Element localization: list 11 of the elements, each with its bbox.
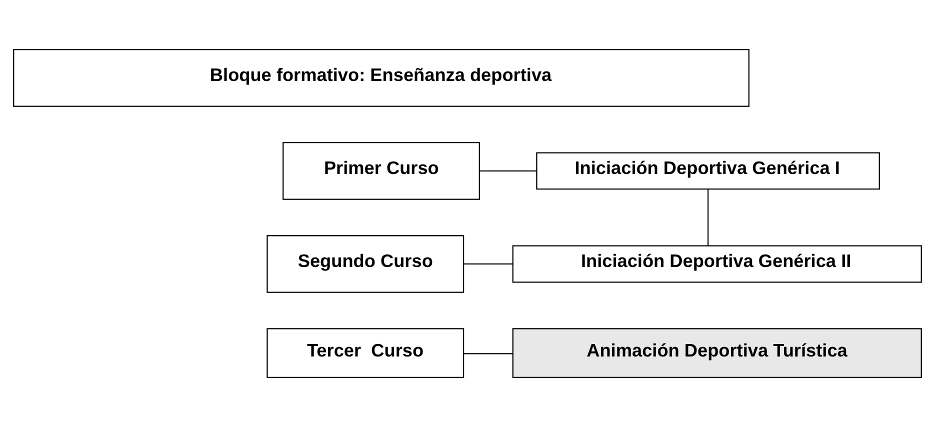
node-box: Iniciación Deportiva Genérica I — [536, 152, 880, 190]
node-box: Iniciación Deportiva Genérica II — [512, 245, 922, 283]
connector — [464, 353, 513, 354]
node-box: Primer Curso — [282, 142, 480, 200]
node-box: Segundo Curso — [266, 235, 464, 293]
connector — [707, 189, 709, 246]
node-box: Animación Deportiva Turística — [512, 328, 922, 378]
connector — [480, 170, 537, 172]
node-box: Tercer Curso — [266, 328, 464, 378]
node-box: Bloque formativo: Enseñanza deportiva — [13, 48, 750, 107]
connector — [464, 263, 513, 265]
